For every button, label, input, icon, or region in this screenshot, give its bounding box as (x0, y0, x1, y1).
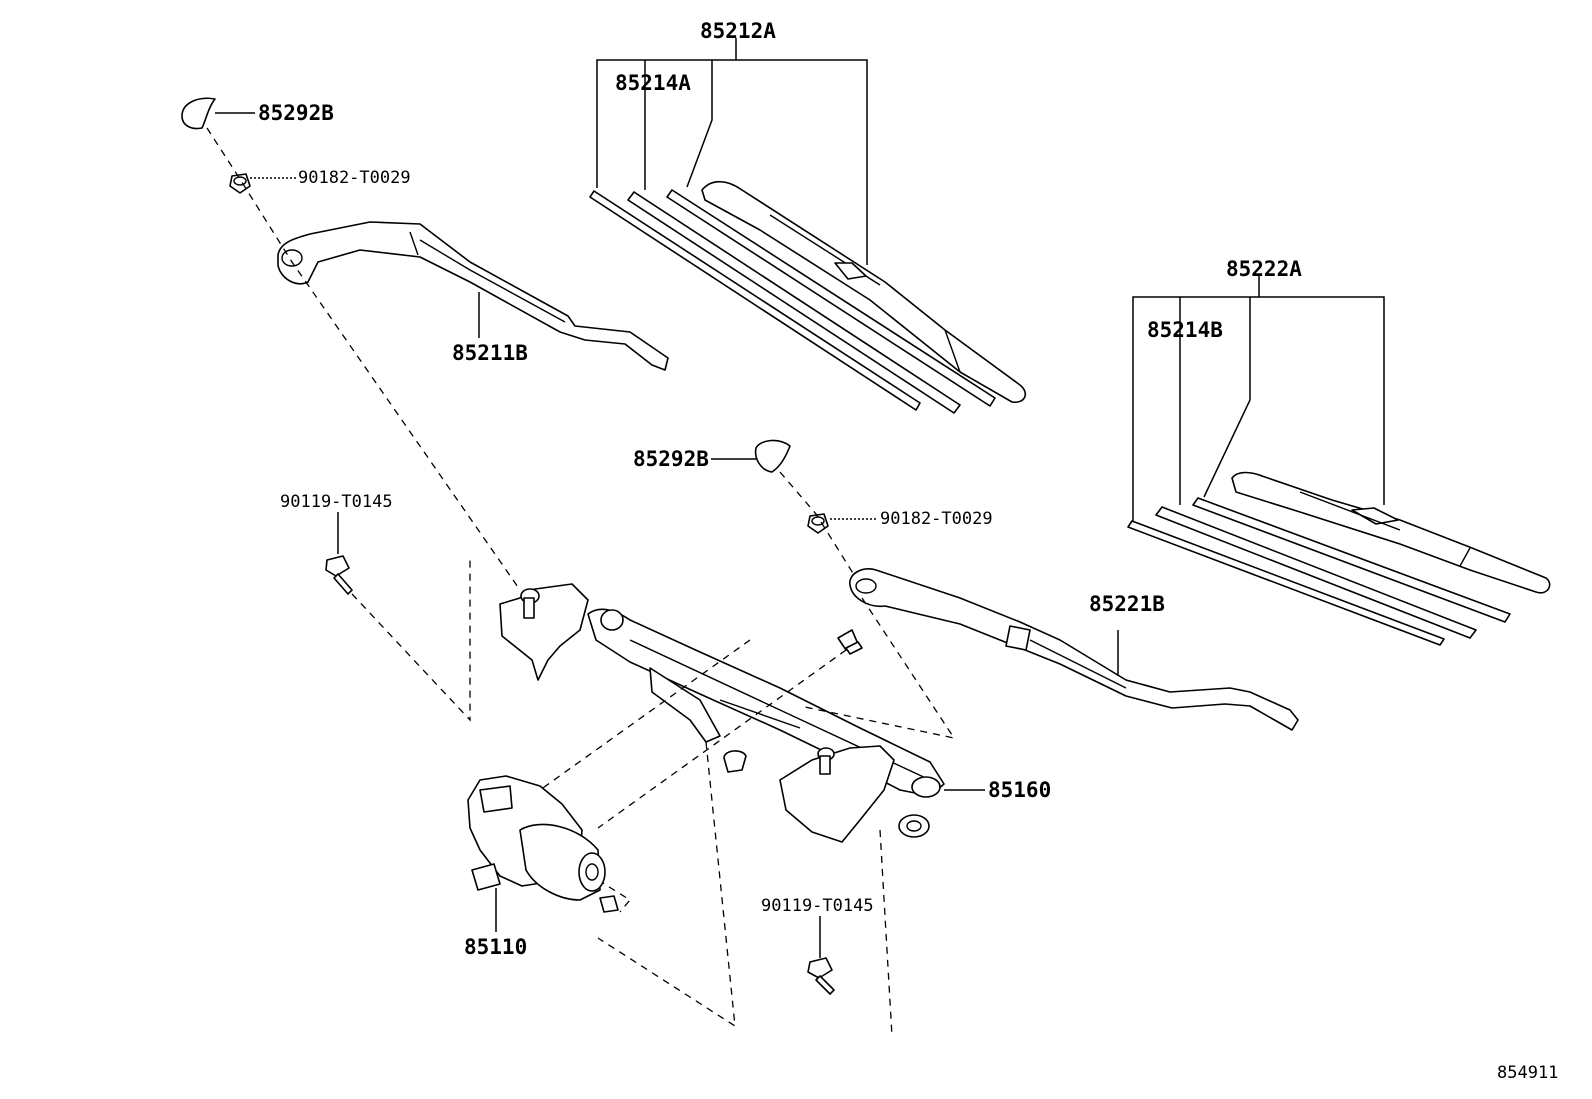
left-mount-bolt (325, 555, 353, 595)
label-85221B: 85221B (1089, 592, 1165, 616)
label-nut-left: 90182-T0029 (298, 168, 411, 188)
left-wiper-arm (277, 221, 669, 371)
left-arm-cap (181, 97, 216, 130)
right-blade-bracket (1132, 275, 1385, 525)
label-85211B: 85211B (452, 341, 528, 365)
label-85222A: 85222A (1226, 257, 1302, 281)
drawing-reference-number: 854911 (1497, 1063, 1558, 1083)
label-nut-right: 90182-T0029 (880, 509, 993, 529)
right-wiper-blade (1127, 471, 1551, 646)
label-85160: 85160 (988, 778, 1051, 802)
wiper-motor (467, 775, 619, 913)
right-arm-cap (754, 439, 791, 473)
label-bolt-left: 90119-T0145 (280, 492, 393, 512)
label-cap-left: 85292B (258, 101, 334, 125)
bottom-mount-bolt (807, 957, 835, 995)
label-85110: 85110 (464, 935, 527, 959)
left-arm-nut (229, 173, 251, 194)
label-bolt-bottom: 90119-T0145 (761, 896, 874, 916)
wiper-linkage (499, 583, 945, 843)
label-85214A: 85214A (615, 71, 691, 95)
label-85214B: 85214B (1147, 318, 1223, 342)
left-wiper-blade (589, 180, 1027, 414)
label-cap-right: 85292B (633, 447, 709, 471)
label-85212A: 85212A (700, 19, 776, 43)
right-wiper-arm (849, 568, 1299, 731)
left-blade-bracket (596, 38, 868, 265)
